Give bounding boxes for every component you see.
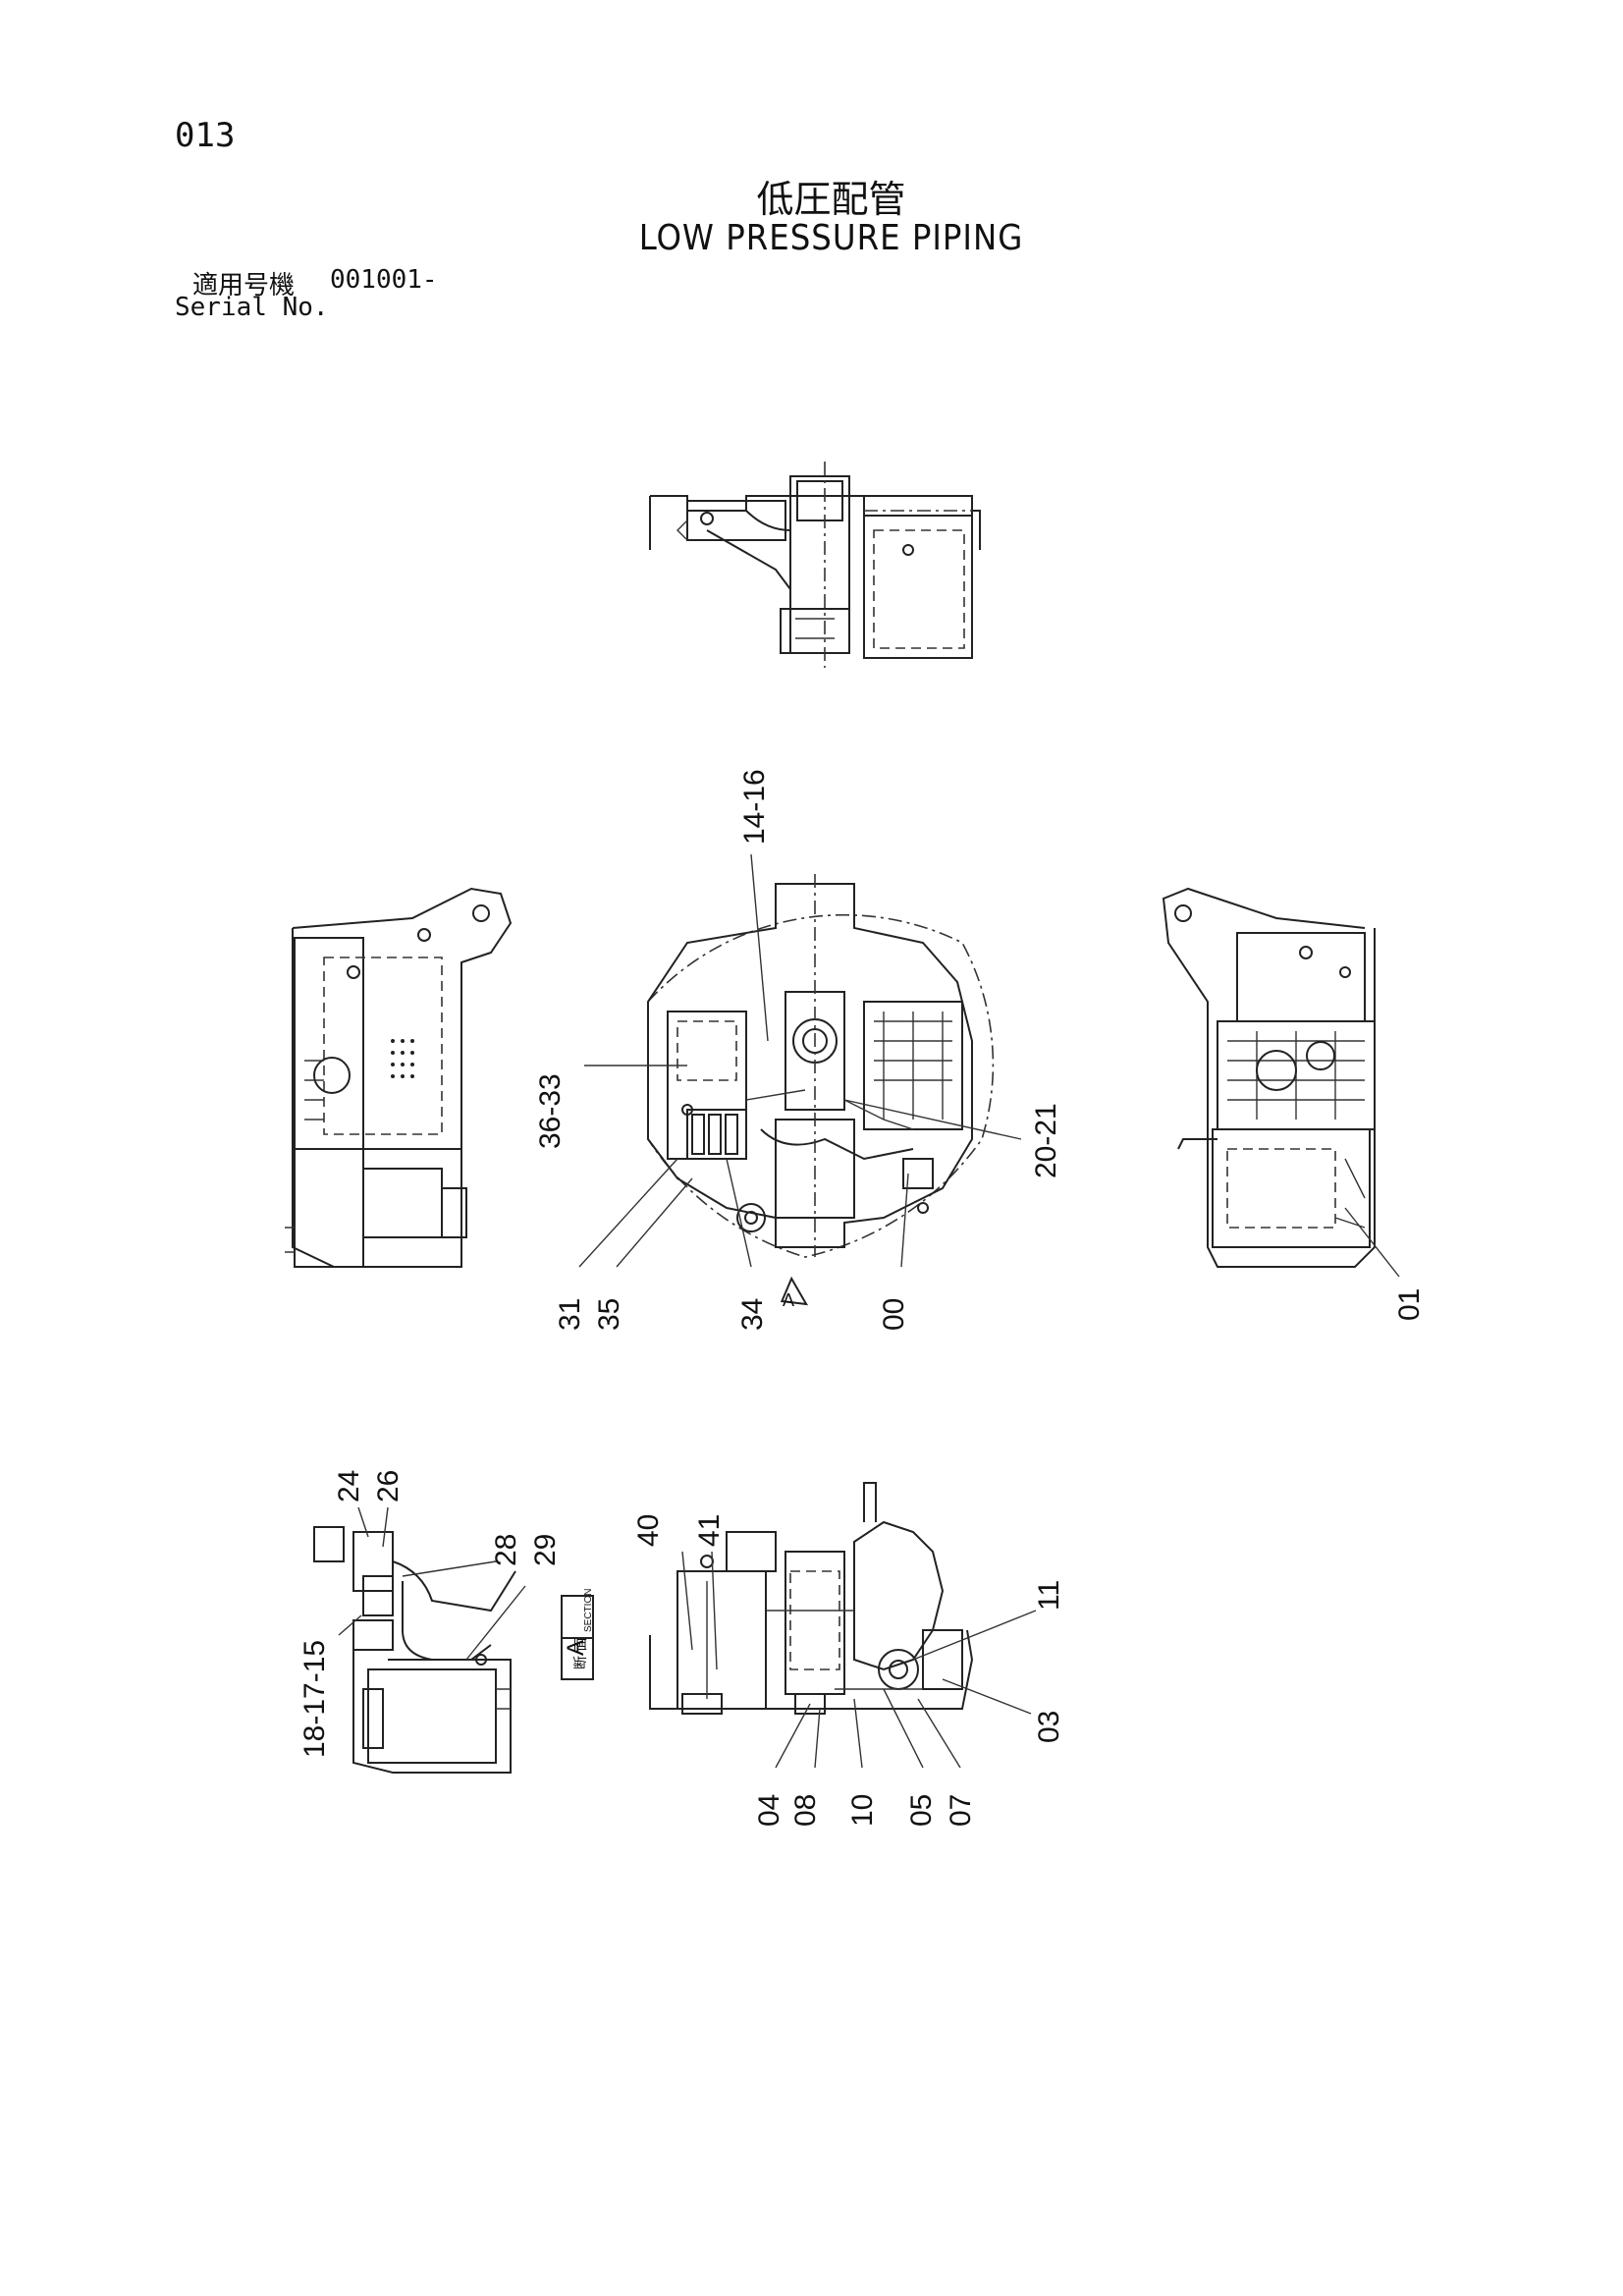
center-plan-view: A [647,874,995,1310]
bottom-elevation-view [649,1482,974,1715]
callout-24: 24 [333,1470,365,1503]
callout-08: 08 [789,1794,822,1827]
section-label-letter: A [563,1640,589,1656]
section-a-detail [313,1526,594,1774]
callout-04: 04 [753,1794,785,1827]
callout-01: 01 [1393,1288,1426,1321]
callout-31: 31 [554,1298,586,1331]
callout-11: 11 [1033,1580,1065,1611]
serial-number-value: 001001- [330,265,438,295]
title-english: LOW PRESSURE PIPING [638,218,1024,258]
left-side-view [285,887,513,1268]
callout-20-21: 20-21 [1030,1103,1062,1178]
callout-40: 40 [632,1514,665,1547]
callout-26: 26 [372,1470,405,1503]
callout-29: 29 [529,1534,562,1566]
view-arrow-letter: A [783,1290,794,1310]
title-japanese: 低圧配管 [756,178,906,221]
callout-28: 28 [490,1534,522,1566]
callout-34: 34 [736,1298,769,1331]
callout-05: 05 [905,1794,938,1827]
callout-18-17-15: 18-17-15 [298,1640,331,1758]
callout-03: 03 [1033,1711,1065,1743]
top-assembly-view [649,462,981,668]
callout-07: 07 [945,1794,977,1827]
callout-labels: 14-16 36-33 20-21 31 35 34 00 01 24 26 2… [298,769,1426,1827]
serial-label-english: Serial No. [175,293,329,322]
callout-41: 41 [693,1514,726,1547]
callout-10: 10 [846,1794,879,1827]
serial-label-japanese: 適用号機 [192,271,296,301]
callout-14-16: 14-16 [738,769,771,845]
section-label-japanese: 断 面 [573,1638,589,1669]
leader-lines [338,853,1400,1769]
right-side-view [1162,887,1376,1268]
callout-35: 35 [593,1298,625,1331]
callout-36-33: 36-33 [534,1073,567,1149]
page-number: 013 [175,116,236,155]
grid-of-holes [391,1039,414,1078]
section-label-english: SECTION [583,1589,594,1632]
callout-00: 00 [878,1298,910,1331]
